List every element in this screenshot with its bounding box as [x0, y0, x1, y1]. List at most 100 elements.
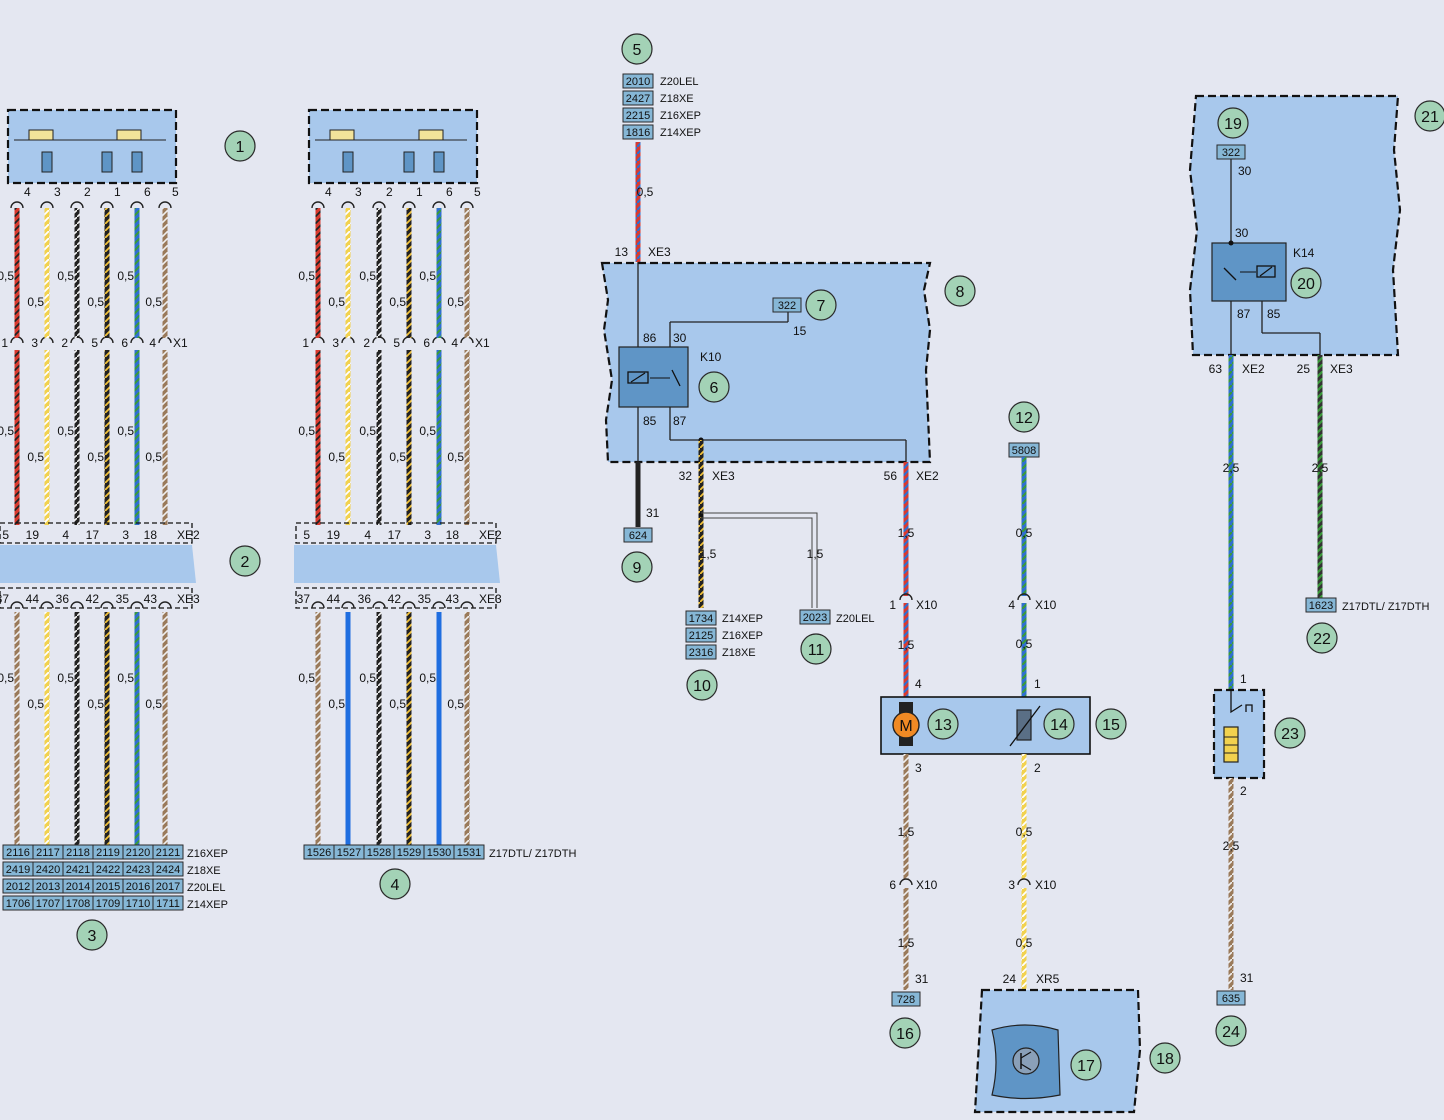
terminal-center-box [622, 90, 654, 106]
wire-lower [74, 612, 80, 845]
terminal-center-box [622, 124, 654, 140]
wire-lower [406, 612, 412, 845]
xe3-strip [295, 587, 497, 609]
wire-section: 0,5 [447, 295, 464, 309]
terminal-728-box [891, 991, 921, 1007]
pin-label: 30 [673, 331, 687, 345]
callout-number: 15 [1102, 717, 1120, 734]
wire-section: 0,5 [298, 269, 315, 283]
wire-section: 0,5 [117, 269, 134, 283]
plug-xe3 [341, 601, 355, 609]
top-pin-label: 4 [24, 185, 31, 199]
wire-56b [903, 603, 909, 697]
engine-label: Z18XE [187, 865, 221, 877]
wire-section: 0,5 [389, 450, 406, 464]
wire-section: 0,5 [447, 697, 464, 711]
terminal-mid-code: 1529 [397, 847, 421, 859]
plug-top [372, 201, 386, 209]
wire-lower [315, 612, 321, 845]
pin-label: 1 [889, 598, 896, 612]
plug-xe3 [100, 601, 114, 609]
callout-circle [1414, 100, 1444, 132]
pin-label: 30 [1235, 226, 1249, 240]
wire-lower [44, 612, 50, 845]
engine-label: Z16XEP [660, 110, 701, 122]
terminal-635-box [1216, 990, 1246, 1006]
wire-section: 0,5 [419, 424, 436, 438]
connector-label: X10 [1035, 878, 1057, 892]
wire-section: 0,5 [419, 671, 436, 685]
wire-section: 1,5 [898, 638, 915, 652]
wire-section: 0,5 [117, 671, 134, 685]
connector-label: XE3 [712, 469, 735, 483]
callout-circle [621, 551, 653, 583]
wire-section: 0,5 [1016, 637, 1033, 651]
wire-56 [903, 462, 909, 596]
x1-pin-label: 4 [451, 336, 458, 350]
terminal-left-code: 2119 [96, 847, 120, 859]
terminal-left-code: 2116 [6, 847, 30, 859]
callout-number: 4 [391, 877, 400, 894]
terminal-624-box [623, 527, 653, 543]
wire-mid [134, 350, 140, 525]
wire-upper [315, 208, 321, 338]
terminal-left-box [152, 844, 184, 860]
callout-number: 17 [1077, 1058, 1095, 1075]
pin-label: 15 [793, 324, 807, 338]
variable-resistor-icon [1016, 709, 1032, 741]
pin-label: 86 [643, 331, 657, 345]
callout-number: 22 [1313, 631, 1331, 648]
relay-coil [627, 371, 649, 384]
wire-section: 1,5 [898, 936, 915, 950]
wire-section: 2,5 [1223, 461, 1240, 475]
xe3-pin-label: 37 [297, 592, 311, 606]
module-band [0, 545, 196, 583]
wire-section: 0,5 [87, 697, 104, 711]
terminal-left-code: 1707 [36, 898, 60, 910]
pin-label: 56 [884, 469, 898, 483]
wire-25 [1317, 355, 1323, 598]
top-pin-label: 5 [474, 185, 481, 199]
callout-number: 1 [236, 139, 245, 156]
wire-motor-ground-b [903, 888, 909, 990]
wire-section: 0,5 [359, 424, 376, 438]
wire-upper [345, 208, 351, 338]
terminal-635-code: 635 [1222, 993, 1240, 1005]
terminal-left-box [152, 878, 184, 894]
pin-label: 1 [1034, 677, 1041, 691]
engine-label: Z20LEL [836, 613, 875, 625]
plug-xe3 [40, 601, 54, 609]
wire-section: 0,5 [145, 697, 162, 711]
x1-pin-label: 3 [31, 336, 38, 350]
terminal-1623-code: 1623 [1309, 600, 1333, 612]
callout-circle [76, 919, 108, 951]
engine-label: Z18XE [660, 93, 694, 105]
wire-feed [635, 142, 641, 262]
callout-number: 10 [693, 678, 711, 695]
plug-xe3 [158, 601, 172, 609]
wire-resistor [1021, 754, 1027, 880]
plug-top [70, 201, 84, 209]
callout-number: 21 [1421, 109, 1439, 126]
xe3-pin-label: 35 [418, 592, 432, 606]
relay-coil-slash [1259, 266, 1273, 277]
wire-lower [464, 612, 470, 845]
pin-label: 31 [646, 506, 660, 520]
xe3-pin-label: 36 [358, 592, 372, 606]
engine-label: Z14XEP [187, 899, 228, 911]
terminal-center-bottom-code: 2316 [689, 647, 713, 659]
x1-pin-label: 6 [121, 336, 128, 350]
wire-section: 0,5 [447, 450, 464, 464]
callout-number: 12 [1015, 410, 1033, 427]
x1-connector-label: X1 [173, 336, 188, 350]
pin-label: 2 [1034, 761, 1041, 775]
callout-number: 7 [817, 298, 826, 315]
xe3-pin-label: 43 [144, 592, 158, 606]
pin-label: 85 [1267, 307, 1281, 321]
connector-label: XE2 [1242, 362, 1265, 376]
xe2-pin-label: 4 [364, 528, 371, 542]
xe2-pin-label: 3 [122, 528, 129, 542]
top-pin-label: 4 [325, 185, 332, 199]
xe3-pin-label: 43 [446, 592, 460, 606]
terminal-624-code: 624 [629, 530, 647, 542]
